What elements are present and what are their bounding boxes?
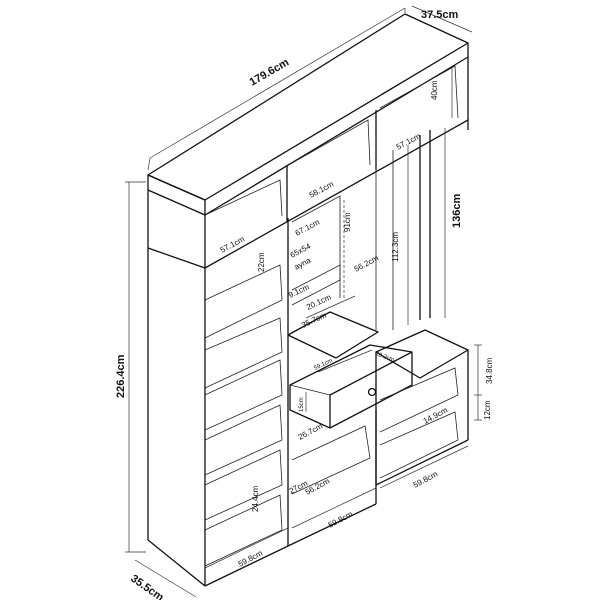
dimension-labels: 179.6cm 37.5cm 226.4cm 35.5cm 136cm 40cm… (115, 9, 494, 600)
label-base-depth: 35.5cm (128, 573, 166, 600)
left-column (147, 190, 289, 587)
label-hanging-height: 136cm (451, 194, 463, 228)
label-top-shelf-height: 40cm (430, 80, 439, 100)
label-mirror-1: 67.1cm (294, 217, 322, 237)
label-bottom-left: 59.8cm (237, 548, 265, 568)
label-right-base: 12cm (483, 400, 492, 420)
label-right-shelf: 14.9cm (422, 405, 450, 425)
label-right-module: 34.8cm (485, 357, 494, 384)
label-mid-shelf-2: 20.1cm (305, 292, 333, 311)
label-top-left-width: 57.1cm (219, 234, 247, 254)
right-section (375, 120, 469, 486)
label-left-shelf-bottom: 24.4cm (251, 485, 260, 512)
label-mid-lower: 26.7cm (297, 421, 325, 441)
label-total-width: 179.6cm (248, 56, 292, 88)
label-top-depth: 37.5cm (421, 9, 459, 21)
label-mid-shelf-width: 35.7cm (300, 310, 328, 329)
label-total-height: 226.4cm (115, 354, 127, 398)
dimension-lines (125, 5, 482, 598)
label-bottom-right: 59.8cm (412, 469, 440, 489)
label-bottom-mid: 59.8cm (327, 509, 355, 529)
top-cabinet (147, 13, 469, 269)
label-mid-bottom-width: 56.2cm (304, 476, 332, 496)
label-mirror-size: 65x54 (289, 241, 313, 259)
label-drawer-depth: 28.2cm (374, 351, 395, 363)
label-mirror-height: 91cm (343, 212, 352, 232)
label-left-top-gap: 22cm (257, 252, 266, 272)
label-drawer-height: 15cm (299, 397, 305, 412)
label-hanging-inner: 112.3cm (391, 232, 400, 262)
